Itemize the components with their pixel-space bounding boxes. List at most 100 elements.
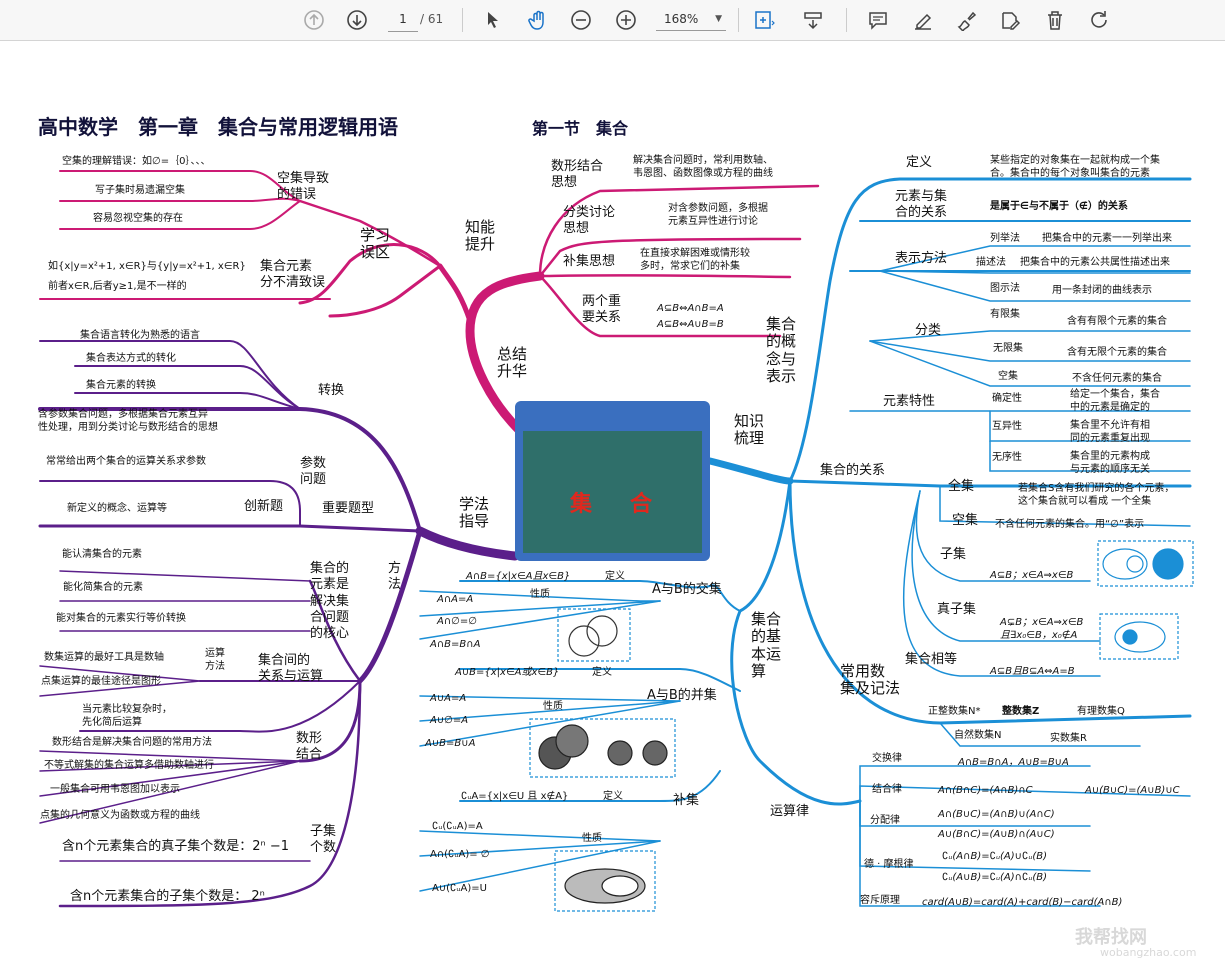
center-label-left: 集: [570, 486, 592, 518]
edit-text-icon[interactable]: [995, 5, 1025, 35]
center-label-right: 合: [630, 486, 652, 518]
page-total: / 61: [420, 7, 443, 31]
zhishi-label: 知识 梳理: [734, 413, 764, 448]
highlight-icon[interactable]: [908, 5, 938, 35]
scroll-mode-icon[interactable]: [798, 5, 828, 35]
top-item-value: 解决集合问题时，常利用数轴、 韦恩图、函数图像或方程的曲线: [633, 155, 773, 180]
top-item-key: 两个重 要关系: [582, 294, 621, 327]
kongji-daozhi-label: 空集导致 的错误: [277, 171, 329, 204]
zoom-out-icon[interactable]: [566, 5, 596, 35]
top-item-value: 在直接求解困难或情形较 多时，常求它们的补集: [640, 248, 750, 273]
kongji-label: 空集: [952, 513, 978, 529]
zhuanhuan-item: 集合表达方式的转化: [86, 353, 176, 366]
shuxing-label: 数形 结合: [296, 731, 322, 764]
ziji-geshu-label: 子集 个数: [310, 824, 336, 857]
zhuanhuan-item: 集合语言转化为熟悉的语言: [80, 330, 200, 343]
comment-icon[interactable]: [863, 5, 893, 35]
zoom-select[interactable]: 168% ▼: [656, 7, 726, 31]
zhenziji-label: 真子集: [937, 602, 976, 618]
yuansu-text: 如{x|y=x²+1, x∈R}与{y|y=x²+1, x∈R}: [48, 261, 246, 274]
yunsuanlv-label: 运算律: [770, 804, 809, 820]
xiangdeng-text: A⊆B且B⊆A⇔A=B: [990, 666, 1075, 679]
kongji-item: 空集的理解错误：如∅=｛0｝、、、: [62, 156, 210, 169]
xiangdeng-label: 集合相等: [905, 652, 957, 668]
gainian-label: 集合 的概 念与 表示: [766, 316, 796, 385]
kongji-text: 不含任何元素的集合。用“∅”表示: [995, 519, 1144, 532]
hand-tool-icon[interactable]: [523, 5, 553, 35]
texing-label: 元素特性: [883, 394, 935, 410]
fenlei-label: 分类: [915, 323, 941, 339]
yuansu-text: 前者x∈R,后者y≥1,是不一样的: [48, 281, 187, 294]
zhineng-label: 知能 提升: [465, 219, 495, 254]
toolbar-divider: [846, 8, 847, 32]
guanxi-label: 集合的关系: [820, 463, 885, 479]
shuxing-item: 数形结合是解决集合问题的常用方法: [52, 737, 212, 750]
hexin-item: 能认清集合的元素: [62, 549, 142, 562]
quanji-label: 全集: [948, 479, 974, 495]
chevron-down-icon: ▼: [715, 7, 722, 31]
law-value: card(A∪B)=card(A)+card(B)−card(A∩B): [922, 897, 1122, 910]
yunsuan-label: 集合间的 关系与运算: [258, 653, 323, 686]
toolbar-divider: [738, 8, 739, 32]
ziji-text: A⊆B；x∈A⇒x∈B: [990, 570, 1073, 583]
next-page-icon[interactable]: [342, 5, 372, 35]
zhuanhuan-item: 集合元素的转换: [86, 380, 156, 393]
biaoshi-key: 图示法: [990, 283, 1020, 296]
page-subtitle: 第一节 集合: [532, 119, 628, 139]
rotate-icon[interactable]: [1084, 5, 1114, 35]
xingzhi-label: 性质: [530, 589, 550, 602]
biaoshi-key: 描述法: [976, 257, 1006, 270]
law-value: A∪(B∩C)=(A∪B)∩(A∪C): [938, 829, 1055, 842]
hexin-item: 能化简集合的元素: [63, 582, 143, 595]
select-cursor-icon[interactable]: [478, 5, 508, 35]
ziji-item: 含n个元素集合的真子集个数是：2ⁿ −1: [62, 839, 289, 855]
hexin-label: 集合的 元素是 解决集 合问题 的核心: [310, 561, 349, 642]
texing-value: 集合里不允许有相 同的元素重复出现: [1070, 420, 1150, 445]
shuxing-item: 一般集合可用韦恩图加以表示: [50, 784, 180, 797]
hexin-item: 能对集合的元素实行等价转换: [56, 613, 186, 626]
zoom-value: 168%: [664, 12, 698, 26]
law-value: A∪(B∪C)=(A∪B)∪C: [1085, 785, 1180, 798]
pdf-page: 高中数学 第一章 集合与常用逻辑用语 第一节 集合 集 合 空集的理解错误：如∅…: [0, 41, 1225, 951]
delete-icon[interactable]: [1040, 5, 1070, 35]
zhongyao-label: 重要题型: [322, 501, 374, 517]
top-item-value: A⊆B⇔A∩B=A A⊆B⇔A∪B=B: [657, 301, 724, 333]
page-number-input[interactable]: 1: [388, 7, 418, 32]
prev-page-icon[interactable]: [299, 5, 329, 35]
bing-prop: A∪∅=A: [430, 715, 468, 728]
def-label: 定义: [603, 791, 623, 804]
law-value: A∩(B∩C)=(A∩B)∩C: [938, 785, 1033, 798]
texing-key: 确定性: [992, 393, 1022, 406]
xingzhi-label: 性质: [543, 701, 563, 714]
fenlei-key: 有限集: [990, 309, 1020, 322]
texing-key: 无序性: [992, 452, 1022, 465]
law-key: 交换律: [872, 753, 902, 766]
biaoshi-key: 列举法: [990, 233, 1020, 246]
fenlei-key: 空集: [998, 371, 1018, 384]
draw-icon[interactable]: [951, 5, 981, 35]
yuansu-guanxi-text: 是属于∈与不属于（∉）的关系: [990, 201, 1128, 214]
def-label: 定义: [605, 571, 625, 584]
bing-prop: A∪A=A: [430, 693, 466, 706]
center-card: 集 合: [515, 401, 710, 561]
changyong-label: 常用数 集及记法: [840, 663, 900, 698]
shuxing-item: 点集的几何意义为函数或方程的曲线: [40, 810, 200, 823]
jiao-label: A与B的交集: [652, 582, 722, 598]
shuxing-item: 不等式解集的集合运算多借助数轴进行: [44, 760, 214, 773]
chuangxin-item: 新定义的概念、运算等: [67, 503, 167, 516]
buji-prop: A∪(∁ᵤA)=U: [432, 883, 487, 896]
jiao-def: A∩B={x|x∈A且x∈B}: [466, 571, 570, 584]
law-key: 结合律: [872, 784, 902, 797]
bing-prop: A∪B=B∪A: [425, 738, 475, 751]
canshu-label: 参数 问题: [300, 456, 326, 489]
shuji-item: 实数集R: [1050, 733, 1087, 746]
shuji-item: 正整数集N*: [928, 706, 980, 719]
toolbar-divider: [462, 8, 463, 32]
jiben-label: 集合 的基 本运 算: [751, 611, 781, 680]
texing-key: 互异性: [992, 421, 1022, 434]
zoom-in-icon[interactable]: [611, 5, 641, 35]
fit-page-icon[interactable]: [749, 5, 779, 35]
law-value: ∁ᵤ(A∩B)=∁ᵤ(A)∪∁ᵤ(B): [942, 851, 1047, 864]
buji-label: 补集: [673, 793, 699, 809]
fenlei-value: 含有有限个元素的集合: [1067, 316, 1167, 329]
